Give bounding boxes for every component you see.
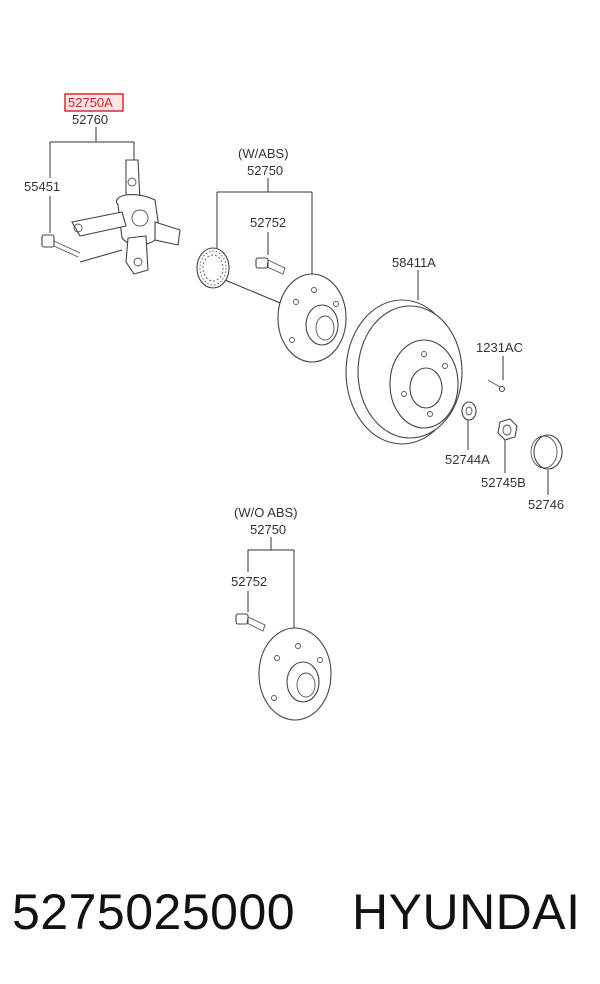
label-52750A[interactable]: 52750A — [68, 95, 113, 110]
label-w-abs: (W/ABS) — [238, 146, 289, 161]
hub-bolt-noabs[interactable] — [235, 613, 266, 632]
label-52746[interactable]: 52746 — [528, 497, 564, 512]
wheel-hub-abs[interactable] — [277, 273, 347, 363]
label-52752-abs[interactable]: 52752 — [250, 215, 286, 230]
steering-knuckle[interactable] — [71, 159, 181, 275]
label-52750-abs[interactable]: 52750 — [247, 163, 283, 178]
hub-bolt-abs[interactable] — [255, 257, 286, 275]
highlighted-part-box — [64, 93, 124, 112]
washer[interactable] — [461, 401, 477, 421]
caption-bar: 5275025000 HYUNDAI — [0, 872, 600, 952]
label-52745B[interactable]: 52745B — [481, 475, 526, 490]
label-52744A[interactable]: 52744A — [445, 452, 490, 467]
label-w-o-abs: (W/O ABS) — [234, 505, 298, 520]
wheel-hub-noabs[interactable] — [258, 627, 332, 721]
label-1231AC[interactable]: 1231AC — [476, 340, 523, 355]
label-52760[interactable]: 52760 — [72, 112, 108, 127]
label-58411A[interactable]: 58411A — [392, 255, 436, 270]
label-52752-noabs[interactable]: 52752 — [231, 574, 267, 589]
leader-lines — [49, 127, 549, 632]
grease-cap[interactable] — [530, 434, 563, 470]
hub-nut[interactable] — [497, 418, 518, 441]
knuckle-bolt[interactable] — [41, 234, 81, 258]
brand-name: HYUNDAI — [352, 884, 581, 940]
part-number: 5275025000 — [12, 884, 296, 940]
abs-tone-ring[interactable] — [196, 247, 230, 289]
drum-screw[interactable] — [487, 379, 506, 393]
brake-drum[interactable] — [345, 299, 463, 445]
label-52750-noabs[interactable]: 52750 — [250, 522, 286, 537]
exploded-parts-diagram: 52750A 52760 55451 (W/ABS) 52750 52752 5… — [24, 93, 564, 721]
label-55451[interactable]: 55451 — [24, 179, 60, 194]
